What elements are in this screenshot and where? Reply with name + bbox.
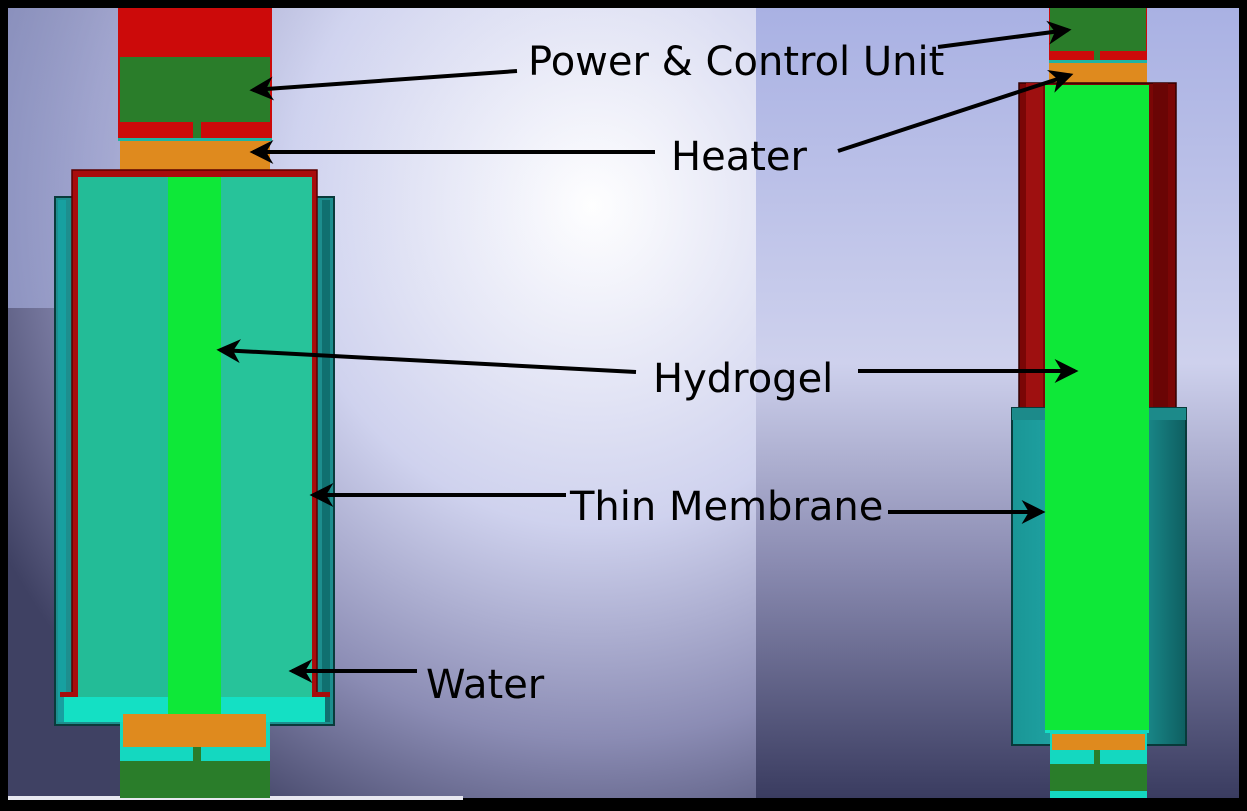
right-device	[1011, 8, 1187, 798]
left-device	[54, 8, 335, 798]
arrow-heater-right	[837, 69, 1074, 153]
label-power-control-unit: Power & Control Unit	[528, 39, 945, 85]
arrow-control-unit-right	[937, 20, 1072, 49]
right-bottom-heater	[1052, 734, 1145, 750]
left-control-unit-board	[120, 57, 270, 122]
left-bottom-control-board	[120, 761, 270, 798]
right-heater	[1049, 63, 1147, 85]
arrow-hydrogel-left	[216, 339, 637, 374]
left-bottom-heater	[123, 714, 266, 747]
label-heater: Heater	[671, 134, 807, 180]
label-water: Water	[426, 662, 545, 708]
label-thin-membrane: Thin Membrane	[570, 484, 884, 530]
left-hydrogel	[168, 177, 221, 722]
label-hydrogel: Hydrogel	[653, 356, 834, 402]
pointer-arrows	[216, 20, 1079, 683]
arrow-control-unit-left	[249, 69, 518, 101]
right-hydrogel	[1045, 85, 1149, 730]
left-control-unit-stem	[193, 122, 201, 140]
right-bottom-control-board	[1050, 764, 1147, 791]
